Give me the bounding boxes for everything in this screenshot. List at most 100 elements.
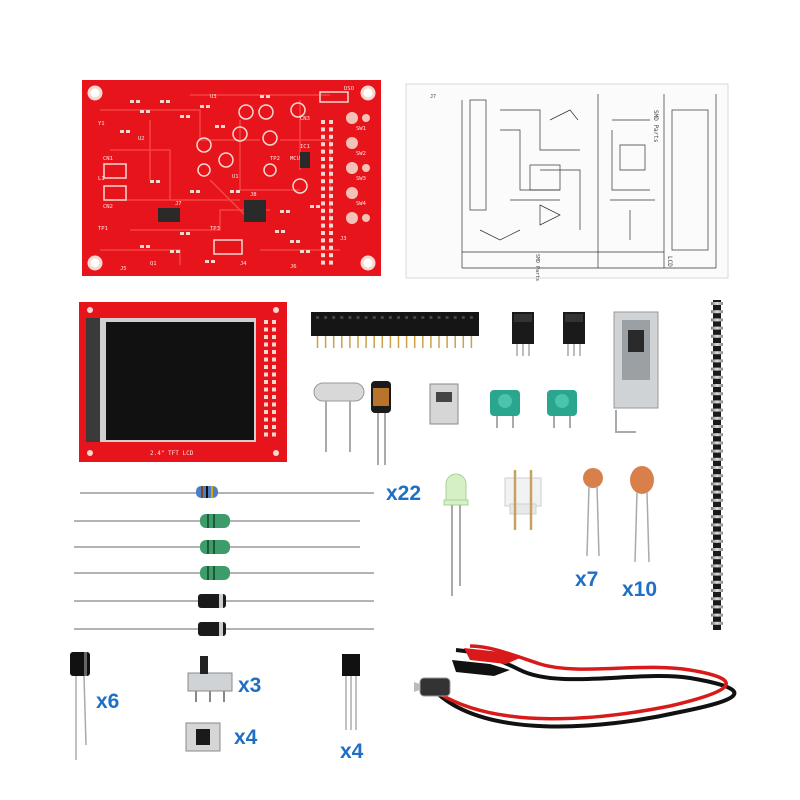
header-pad — [321, 260, 325, 265]
male-pin — [711, 613, 723, 617]
smd-pad — [236, 190, 240, 193]
header-pad — [329, 260, 333, 265]
male-pin — [711, 326, 723, 330]
smd-pad — [130, 100, 134, 103]
smd-pad — [215, 125, 219, 128]
lcd-pad — [264, 410, 268, 414]
male-pin — [711, 466, 723, 469]
header-pad — [321, 157, 325, 161]
regulator-left — [512, 312, 534, 356]
header-pad — [321, 208, 325, 213]
lcd-module: 2.4" TFT LCD — [79, 302, 287, 462]
manual-corner-label: LCD — [666, 256, 673, 267]
mounting-holes — [87, 85, 376, 271]
pcb-silk-label: SW4 — [356, 201, 367, 207]
smd-pad — [126, 130, 130, 133]
male-pin — [711, 556, 723, 560]
male-pin — [711, 580, 723, 584]
manual-sheet: J7 SMD Parts LCD SMD Parts — [405, 83, 729, 281]
header-socket — [380, 316, 384, 319]
header-pad — [329, 127, 333, 132]
smd-pad — [310, 205, 314, 208]
header-socket — [324, 316, 328, 319]
lcd-pad — [264, 365, 268, 369]
probe-cable — [414, 644, 737, 729]
lcd-pad — [264, 395, 268, 399]
header-pad — [329, 179, 333, 184]
header-socket — [372, 316, 376, 319]
male-pin — [711, 589, 723, 592]
male-pin — [711, 359, 723, 363]
header-socket — [445, 316, 449, 319]
male-pin — [711, 523, 723, 527]
qty-slide-switch: x3 — [238, 674, 261, 697]
lcd-screen — [106, 322, 254, 440]
header-pad — [329, 142, 333, 147]
pcb-silk-label: TP1 — [98, 226, 108, 232]
lcd-pad — [264, 402, 268, 407]
smd-pad — [280, 210, 284, 213]
header-pad — [321, 231, 325, 235]
diodes — [198, 594, 226, 636]
pcb-silk-label: TP3 — [210, 226, 220, 232]
header-pad — [329, 216, 333, 221]
male-pin — [711, 433, 723, 437]
electrolytic-capacitor — [70, 652, 90, 760]
led — [443, 473, 469, 596]
male-pin — [711, 482, 723, 486]
male-pin — [711, 597, 723, 601]
header-pad — [321, 245, 325, 250]
male-pin — [711, 367, 723, 371]
smd-pad — [140, 245, 144, 248]
smd-pad — [211, 260, 215, 263]
male-pin — [711, 515, 723, 519]
lcd-pad — [272, 357, 276, 362]
smd-pad — [136, 100, 140, 103]
pcb-silk-label: SW2 — [356, 151, 366, 157]
header-pad — [329, 186, 333, 191]
smd-pad — [281, 230, 285, 233]
header-socket — [316, 316, 319, 319]
header-socket — [461, 316, 465, 319]
male-pin — [711, 425, 723, 428]
lcd-pad — [264, 387, 268, 392]
header-pad — [321, 201, 325, 206]
male-pin — [711, 302, 723, 305]
lcd-pad — [272, 372, 276, 377]
pcb-silk-label: CN1 — [103, 156, 113, 162]
pcb-silk-label: U3 — [210, 94, 217, 100]
smd-pad — [140, 110, 144, 113]
lcd-pad — [272, 350, 276, 354]
lcd-pad — [272, 410, 276, 414]
smd-pad — [150, 180, 154, 183]
trimmer-right — [547, 390, 577, 428]
lcd-silk-label: 2.4" TFT LCD — [150, 450, 194, 457]
lcd-pad — [264, 357, 268, 362]
lcd-pad — [264, 320, 268, 324]
qty-ceramic-small: x7 — [575, 568, 598, 591]
switch-pads — [346, 112, 370, 224]
lcd-pad — [272, 402, 276, 407]
header-pad — [321, 216, 325, 221]
header-pad — [329, 253, 333, 258]
pcb-silk-label: Q1 — [150, 261, 157, 267]
power-connector — [504, 470, 542, 530]
male-pin — [711, 334, 723, 338]
smd-pad — [286, 210, 290, 213]
header-pad — [321, 186, 325, 191]
header-socket — [413, 316, 417, 319]
male-pin — [711, 474, 723, 478]
lcd-pad — [264, 350, 268, 354]
smd-pad — [190, 190, 194, 193]
male-pin — [711, 310, 723, 314]
header-socket — [429, 316, 433, 319]
male-pin — [711, 408, 723, 412]
header-socket — [332, 316, 336, 319]
pcb-silk-label: J6 — [290, 264, 297, 270]
lcd-pad — [272, 417, 276, 422]
male-pin — [711, 416, 723, 420]
male-pin — [711, 531, 723, 535]
header-pad — [329, 194, 333, 198]
